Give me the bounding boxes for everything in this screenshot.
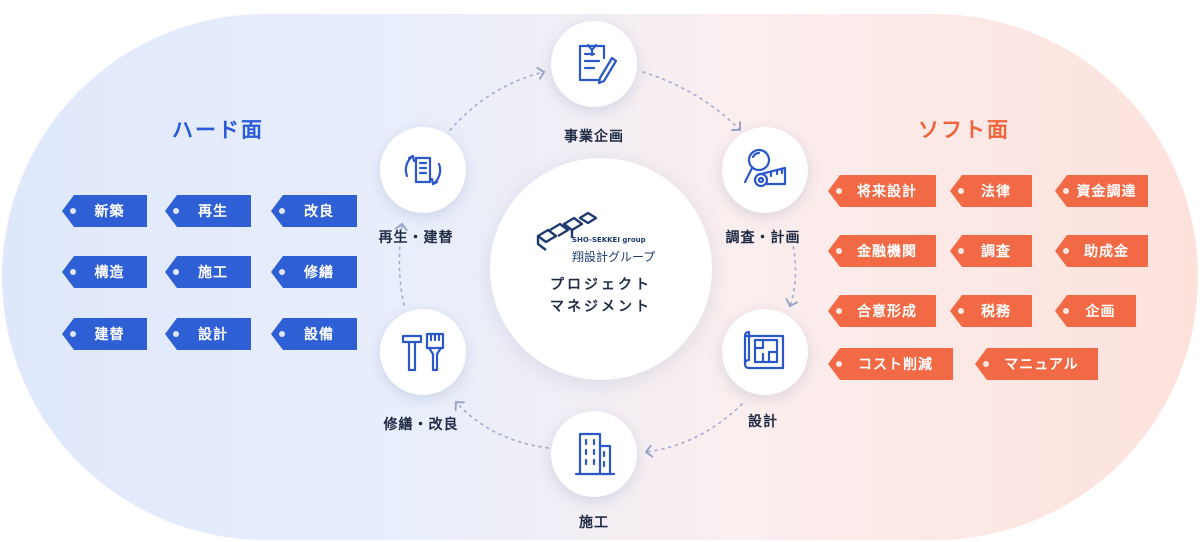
logo-japanese-text: 翔設計グループ bbox=[572, 250, 656, 264]
hard-tag-tatekae: 建替 bbox=[62, 318, 147, 350]
hard-tag-saisei: 再生 bbox=[165, 195, 251, 227]
arrow-repair-to-rebuild bbox=[399, 224, 404, 306]
soft-side-title: ソフト面 bbox=[918, 118, 1010, 142]
document-pen-icon bbox=[578, 43, 618, 85]
survey-label: 調査・計画 bbox=[725, 230, 801, 246]
soft-tag-shorai-sekkei: 将来設計 bbox=[828, 175, 936, 207]
arrow-design-to-construction bbox=[646, 403, 743, 452]
center-circle: SHO-SEKKEI group 翔設計グループ プロジェクト マネジメント bbox=[490, 158, 712, 380]
rebuild-node bbox=[380, 127, 466, 213]
hard-tag-kozo: 構造 bbox=[62, 256, 147, 288]
soft-tag-horitsu: 法律 bbox=[950, 175, 1032, 207]
arrow-survey-to-design bbox=[790, 239, 796, 306]
soft-tag-cost-sakugen: コスト削減 bbox=[828, 348, 953, 380]
company-logo-mark bbox=[536, 211, 598, 251]
soft-tag-manual: マニュアル bbox=[975, 348, 1098, 380]
hard-tag-kairyo: 改良 bbox=[271, 195, 357, 227]
rebuild-label: 再生・建替 bbox=[378, 230, 454, 246]
design-node bbox=[722, 309, 808, 395]
building-icon bbox=[574, 432, 616, 476]
hard-tag-setsubi: 設備 bbox=[271, 318, 357, 350]
repair-node bbox=[380, 309, 466, 395]
hammer-brush-icon bbox=[401, 332, 445, 372]
soft-tag-kinyu-kikan: 金融機関 bbox=[828, 235, 936, 267]
logo-sub-text: SHO-SEKKEI group bbox=[572, 236, 646, 244]
arrow-construction-to-repair bbox=[456, 402, 549, 449]
hard-tag-seko: 施工 bbox=[165, 256, 251, 288]
repair-label: 修繕・改良 bbox=[383, 417, 459, 433]
hard-tag-shinchiku: 新築 bbox=[62, 195, 147, 227]
magnifier-tape-icon bbox=[743, 148, 787, 188]
design-label: 設計 bbox=[748, 414, 778, 430]
construction-label: 施工 bbox=[579, 515, 609, 531]
survey-node bbox=[722, 127, 808, 213]
soft-tag-zeimu: 税務 bbox=[950, 295, 1032, 327]
hard-side-title: ハード面 bbox=[172, 118, 264, 142]
rebuild-cycle-icon bbox=[404, 154, 442, 186]
construction-node bbox=[551, 411, 637, 497]
arrow-planning-to-survey bbox=[642, 71, 740, 130]
planning-label: 事業企画 bbox=[564, 129, 624, 145]
hard-tag-sekkei: 設計 bbox=[165, 318, 251, 350]
soft-tag-goi-keisei: 合意形成 bbox=[828, 295, 936, 327]
center-label-line2: マネジメント bbox=[550, 299, 652, 315]
soft-tag-joseikin: 助成金 bbox=[1055, 235, 1148, 267]
center-label-line1: プロジェクト bbox=[550, 277, 652, 293]
hard-tag-shuzen: 修繕 bbox=[271, 256, 357, 288]
soft-tag-chosa: 調査 bbox=[950, 235, 1032, 267]
soft-tag-kikaku: 企画 bbox=[1055, 295, 1136, 327]
arrow-rebuild-to-planning bbox=[449, 72, 544, 131]
soft-tag-shikin-chotatsu: 資金調達 bbox=[1055, 175, 1148, 207]
blueprint-icon bbox=[743, 330, 785, 370]
planning-node bbox=[551, 21, 637, 107]
